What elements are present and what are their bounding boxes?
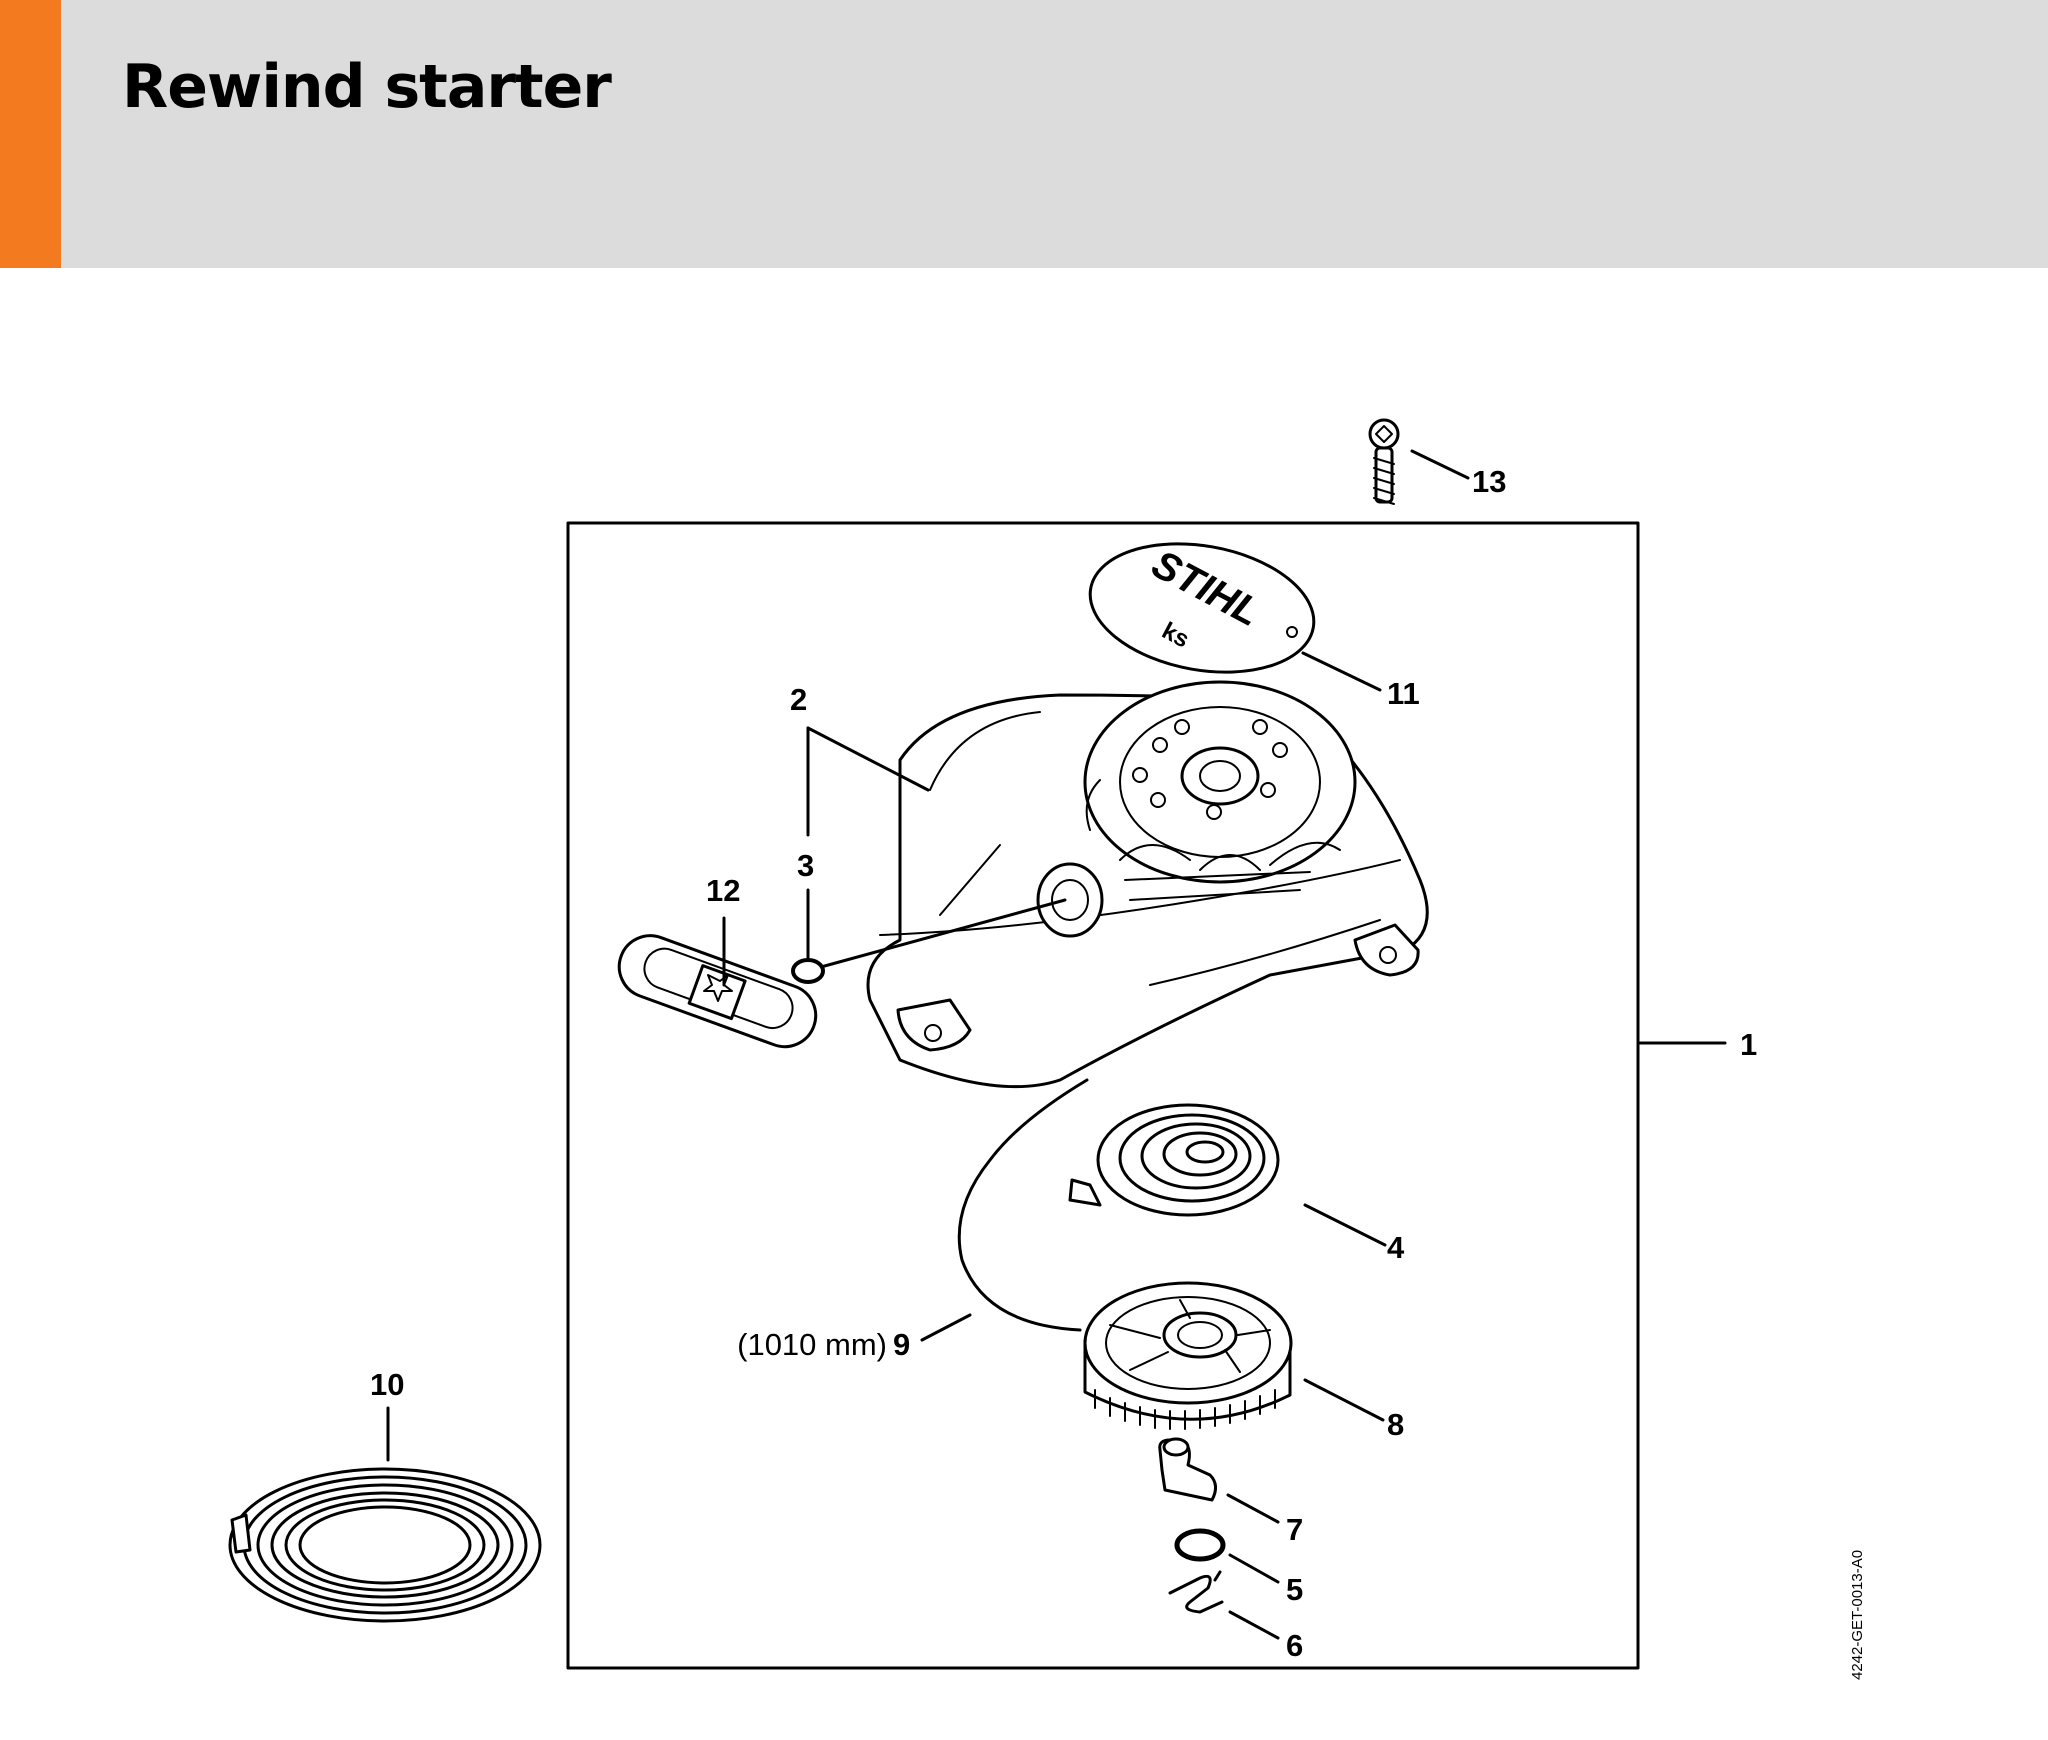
page-title: Rewind starter (122, 52, 612, 122)
callout-1: 1 (1740, 1027, 1757, 1062)
part-3-washer (791, 958, 825, 984)
drawing-reference: 4242-GET-0013-A0 (1849, 1550, 1866, 1680)
part-4-rewind-spring (1068, 1103, 1280, 1217)
part-5-washer (1174, 1528, 1226, 1562)
part-11-logo-cover: STIHL ks (1088, 542, 1316, 674)
callout-6: 6 (1286, 1628, 1303, 1663)
callout-7: 7 (1286, 1512, 1303, 1547)
callout-2: 2 (790, 682, 807, 717)
header-banner (0, 0, 2048, 268)
part-10-spare-rewind-spring (228, 1467, 542, 1623)
callout-10: 10 (370, 1367, 404, 1402)
part-12-starter-grip (617, 934, 818, 1049)
callout-9: 9 (893, 1327, 910, 1362)
callout-12: 12 (706, 873, 740, 908)
part-7-pawl (1158, 1437, 1217, 1502)
part-13-screw (1368, 418, 1400, 505)
leader-lines (386, 449, 1727, 1640)
callout-4: 4 (1387, 1230, 1405, 1265)
rope-length-note: (1010 mm) (737, 1327, 887, 1362)
part-9-starter-rope (808, 898, 1089, 1332)
callout-13: 13 (1472, 464, 1506, 499)
part-6-spring-clip (1168, 1570, 1224, 1614)
callout-11: 11 (1387, 676, 1420, 711)
callout-5: 5 (1286, 1572, 1303, 1607)
callout-8: 8 (1387, 1407, 1404, 1442)
callout-3: 3 (797, 848, 814, 883)
header-accent-bar (0, 0, 61, 268)
assembly-frame (566, 521, 1640, 1670)
part-8-rope-rotor (1083, 1281, 1293, 1430)
part-2-starter-housing (866, 680, 1429, 1089)
